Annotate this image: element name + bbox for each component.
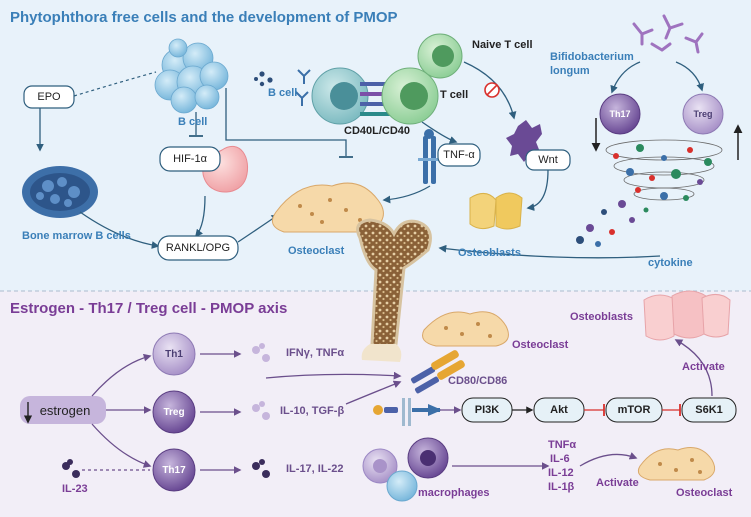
tnf-receptor-icon xyxy=(418,129,442,184)
wnt-to-osteoblast-arrow xyxy=(526,169,549,211)
osteoblasts-label-bottom: Osteoblasts xyxy=(570,311,633,323)
treg-cell-icon-bottom xyxy=(152,390,196,434)
cytokine-list-item-2: IL-6 xyxy=(550,453,570,465)
bifidobacterium-icon xyxy=(632,14,704,54)
th17-label-bottom: Th17 xyxy=(162,464,186,476)
bone-marrow-b-cells-label: Bone marrow B cells xyxy=(22,230,131,242)
hif-to-rankl-arrow xyxy=(195,195,206,238)
bone-marrow-b-cell-icon xyxy=(22,166,98,218)
epo-box xyxy=(23,85,75,109)
th17-label-top: Th17 xyxy=(609,109,631,119)
estrogen-box xyxy=(20,396,106,424)
macrophages-icon xyxy=(362,437,449,502)
bcell-osteoclast-inhibit-line xyxy=(225,88,347,156)
cytokine-to-bone-arrow xyxy=(438,244,661,259)
hif-label: HIF-1α xyxy=(173,153,207,165)
activate-label-bottom: Activate xyxy=(596,477,639,489)
s6k1-to-osteoblast-arrow xyxy=(674,339,713,397)
small-b-cell-antibodies-icon xyxy=(254,69,311,106)
cytokine-dots-icon xyxy=(576,144,712,247)
il17-dots-icon xyxy=(252,459,270,478)
hif-box xyxy=(159,146,221,172)
wnt-label: Wnt xyxy=(538,154,558,166)
il10-dots-icon xyxy=(252,401,270,420)
tnf-box xyxy=(437,143,481,167)
th17-cell-icon-top xyxy=(599,93,641,135)
prohibited-icon xyxy=(484,82,500,98)
femur-bone-icon xyxy=(356,218,432,362)
bifidobacterium-label-line1: Bifidobacterium xyxy=(550,51,634,63)
activate-label-top: Activate xyxy=(682,361,725,373)
treg-cell-icon-top xyxy=(682,93,724,135)
th1-to-cd80-arrow xyxy=(265,371,402,380)
akt-label: Akt xyxy=(550,404,568,416)
osteoclast-label-top: Osteoclast xyxy=(288,245,345,257)
th1-label: Th1 xyxy=(165,348,183,360)
il17-label: IL-17, IL-22 xyxy=(286,463,344,475)
bifidobacterium-label-line2: longum xyxy=(550,65,590,77)
osteoblast-icon-bottom xyxy=(643,290,731,341)
t-cell-icon xyxy=(381,67,439,125)
cytokines-to-osteoclast-arrow xyxy=(579,452,638,467)
cd40-label: CD40L/CD40 xyxy=(344,125,411,137)
macrophages-label: macrophages xyxy=(418,487,490,499)
bifido-to-treg-arrow xyxy=(675,61,704,92)
ifn-label: IFNγ, TNFα xyxy=(286,347,345,359)
estrogen-to-th17-arrow xyxy=(91,423,152,468)
cytokine-label: cytokine xyxy=(648,257,693,269)
b-cell-label: B cell xyxy=(178,116,208,128)
il23-dots-icon xyxy=(62,459,80,478)
osteoclast-icon-middle xyxy=(422,311,509,347)
il10-label: IL-10, TGF-β xyxy=(280,405,345,417)
small-b-cell-label: B cell xyxy=(268,87,298,99)
bifido-to-th17-arrow xyxy=(610,61,641,94)
cytokine-list-item-4: IL-1β xyxy=(548,481,575,493)
osteoclast-label-bottom: Osteoclast xyxy=(676,487,733,499)
osteoblasts-label-top: Osteoblasts xyxy=(458,247,521,259)
receptor-pathway-icon xyxy=(373,398,442,426)
epo-label: EPO xyxy=(37,91,61,103)
osteoclast-icon-top xyxy=(271,182,384,233)
treg-to-cd80-arrow xyxy=(345,380,402,405)
tcell-to-tnf-arrow xyxy=(421,121,458,144)
treg-label-bottom: Treg xyxy=(163,406,185,418)
b-cell-icon xyxy=(311,67,369,125)
naive-t-cell-icon xyxy=(417,33,463,79)
th17-cell-icon-bottom xyxy=(152,448,196,492)
estrogen-label: estrogen xyxy=(39,402,91,418)
th1-cell-icon xyxy=(152,332,196,376)
rankl-opg-box xyxy=(157,235,239,261)
rankl-opg-label: RANKL/OPG xyxy=(165,242,231,254)
osteoclast-icon-bottom xyxy=(637,447,716,481)
mtor-label: mTOR xyxy=(617,404,651,416)
pi3k-label: PI3K xyxy=(474,404,500,416)
cd40-receptor-icon xyxy=(360,82,394,116)
s6k1-label: S6K1 xyxy=(695,404,723,416)
ifn-dots-icon xyxy=(252,343,270,362)
cytokine-list-item-3: IL-12 xyxy=(548,467,574,479)
cd80-receptor-icon xyxy=(410,350,465,394)
s6k1-box xyxy=(681,397,737,423)
osteoblast-icon-top xyxy=(469,192,523,230)
naive-t-cell-label: Naive T cell xyxy=(472,39,533,51)
cd80-label: CD80/CD86 xyxy=(448,375,508,387)
bottom-panel-title: Estrogen - Th17 / Treg cell - PMOP axis xyxy=(10,300,288,317)
il23-label: IL-23 xyxy=(62,483,88,495)
tnf-to-osteoclast-arrow xyxy=(382,185,431,204)
bone-marrow-to-rankl-arrow xyxy=(79,211,160,249)
b-cell-cluster-icon xyxy=(154,38,229,114)
treg-label-top: Treg xyxy=(693,109,713,119)
tnf-label: TNF-α xyxy=(443,149,475,161)
top-panel-title: Phytophthora free cells and the developm… xyxy=(10,9,398,26)
estrogen-to-th1-arrow xyxy=(91,353,152,397)
cytokine-list-item-1: TNFα xyxy=(548,439,577,451)
osteoclast-label-middle: Osteoclast xyxy=(512,339,569,351)
t-cell-label: T cell xyxy=(440,89,469,101)
